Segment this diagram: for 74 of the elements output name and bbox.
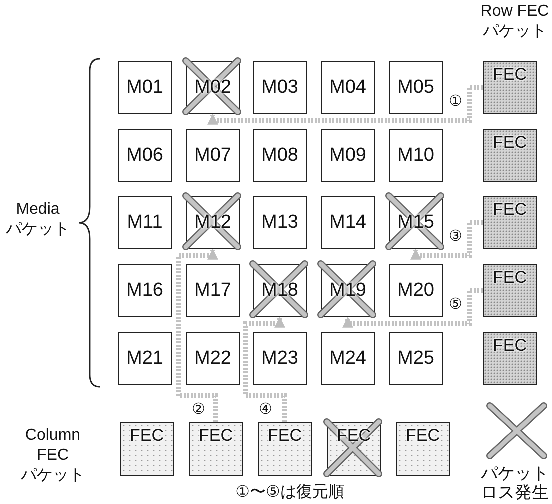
- packet-name: FEC: [493, 65, 527, 85]
- recovery-arrow: [176, 248, 218, 422]
- packet-name: M09: [330, 144, 366, 166]
- packet-name: M16: [126, 280, 164, 302]
- packet-name: FEC: [493, 200, 527, 220]
- packet-name: M17: [194, 280, 232, 302]
- media-packet-box: [118, 129, 172, 182]
- packet-name: M25: [398, 348, 434, 370]
- packet-name: M08: [262, 144, 298, 166]
- media-packet-box: [321, 196, 375, 249]
- recovery-arrow: [208, 85, 483, 125]
- recovery-arrow: [410, 220, 483, 260]
- packet-name: M24: [330, 348, 366, 370]
- packet-name: M04: [330, 76, 366, 98]
- media-packet-box: [321, 61, 375, 114]
- step-number: ⑤: [449, 297, 462, 313]
- packet-name: M20: [398, 280, 434, 302]
- media-packet-box: [118, 61, 172, 114]
- fec-packet-box: [120, 422, 174, 476]
- group-label: Row FEC パケット: [480, 2, 550, 42]
- group-label: Column FEC パケット: [20, 426, 86, 486]
- media-packet-box: [253, 332, 307, 385]
- packet-name: FEC: [199, 426, 233, 446]
- media-packet-box: [118, 264, 172, 317]
- packet-name: FEC: [130, 426, 164, 446]
- fec-packet-box: [396, 422, 450, 476]
- packet-name: FEC: [268, 426, 302, 446]
- fec-packet-box: [483, 61, 537, 114]
- packet-name: FEC: [493, 268, 527, 288]
- packet-name: M01: [126, 76, 164, 98]
- packet-name: M13: [262, 212, 298, 234]
- fec-packet-box: [483, 129, 537, 182]
- packet-name: FEC: [406, 426, 440, 446]
- media-packet-box: [118, 196, 172, 249]
- step-number: ②: [192, 402, 206, 418]
- fec-packet-box: [483, 196, 537, 249]
- packet-name: M23: [262, 348, 298, 370]
- packet-name: M06: [126, 144, 164, 166]
- step-number: ③: [449, 229, 462, 245]
- recovery-arrow: [244, 316, 288, 422]
- packet-name: M10: [398, 144, 434, 166]
- fec-packet-box: [483, 332, 537, 385]
- packet-name: M07: [194, 144, 232, 166]
- media-packet-box: [389, 332, 443, 385]
- step-number: ④: [259, 402, 272, 418]
- packet-name: M03: [262, 76, 298, 98]
- packet-name: M14: [330, 212, 366, 234]
- fec-packet-box: [258, 422, 312, 476]
- media-packet-box: [321, 129, 375, 182]
- packet-name: FEC: [493, 336, 527, 356]
- packet-name: M21: [126, 348, 164, 370]
- fec-packet-box: [483, 264, 537, 317]
- media-packet-box: [389, 61, 443, 114]
- packet-name: FEC: [337, 426, 371, 446]
- packet-name: FEC: [493, 133, 527, 153]
- media-packet-box: [118, 332, 172, 385]
- media-packet-box: [186, 129, 240, 182]
- media-packet-box: [389, 264, 443, 317]
- caption: ①〜⑤は復元順: [234, 483, 346, 503]
- group-label: Media パケット: [5, 200, 71, 240]
- media-packet-box: [321, 332, 375, 385]
- media-packet-box: [186, 332, 240, 385]
- media-packet-box: [389, 129, 443, 182]
- recovery-arrow: [342, 288, 483, 328]
- packet-name: M22: [194, 348, 232, 370]
- media-packet-box: [253, 61, 307, 114]
- fec-packet-box: [189, 422, 243, 476]
- step-number: ①: [449, 94, 462, 110]
- media-packet-box: [253, 196, 307, 249]
- packet-name: M05: [398, 76, 434, 98]
- media-packet-box: [186, 264, 240, 317]
- media-packet-box: [253, 129, 307, 182]
- legend-label: パケットロス発生: [480, 464, 550, 502]
- packet-name: M11: [127, 212, 163, 234]
